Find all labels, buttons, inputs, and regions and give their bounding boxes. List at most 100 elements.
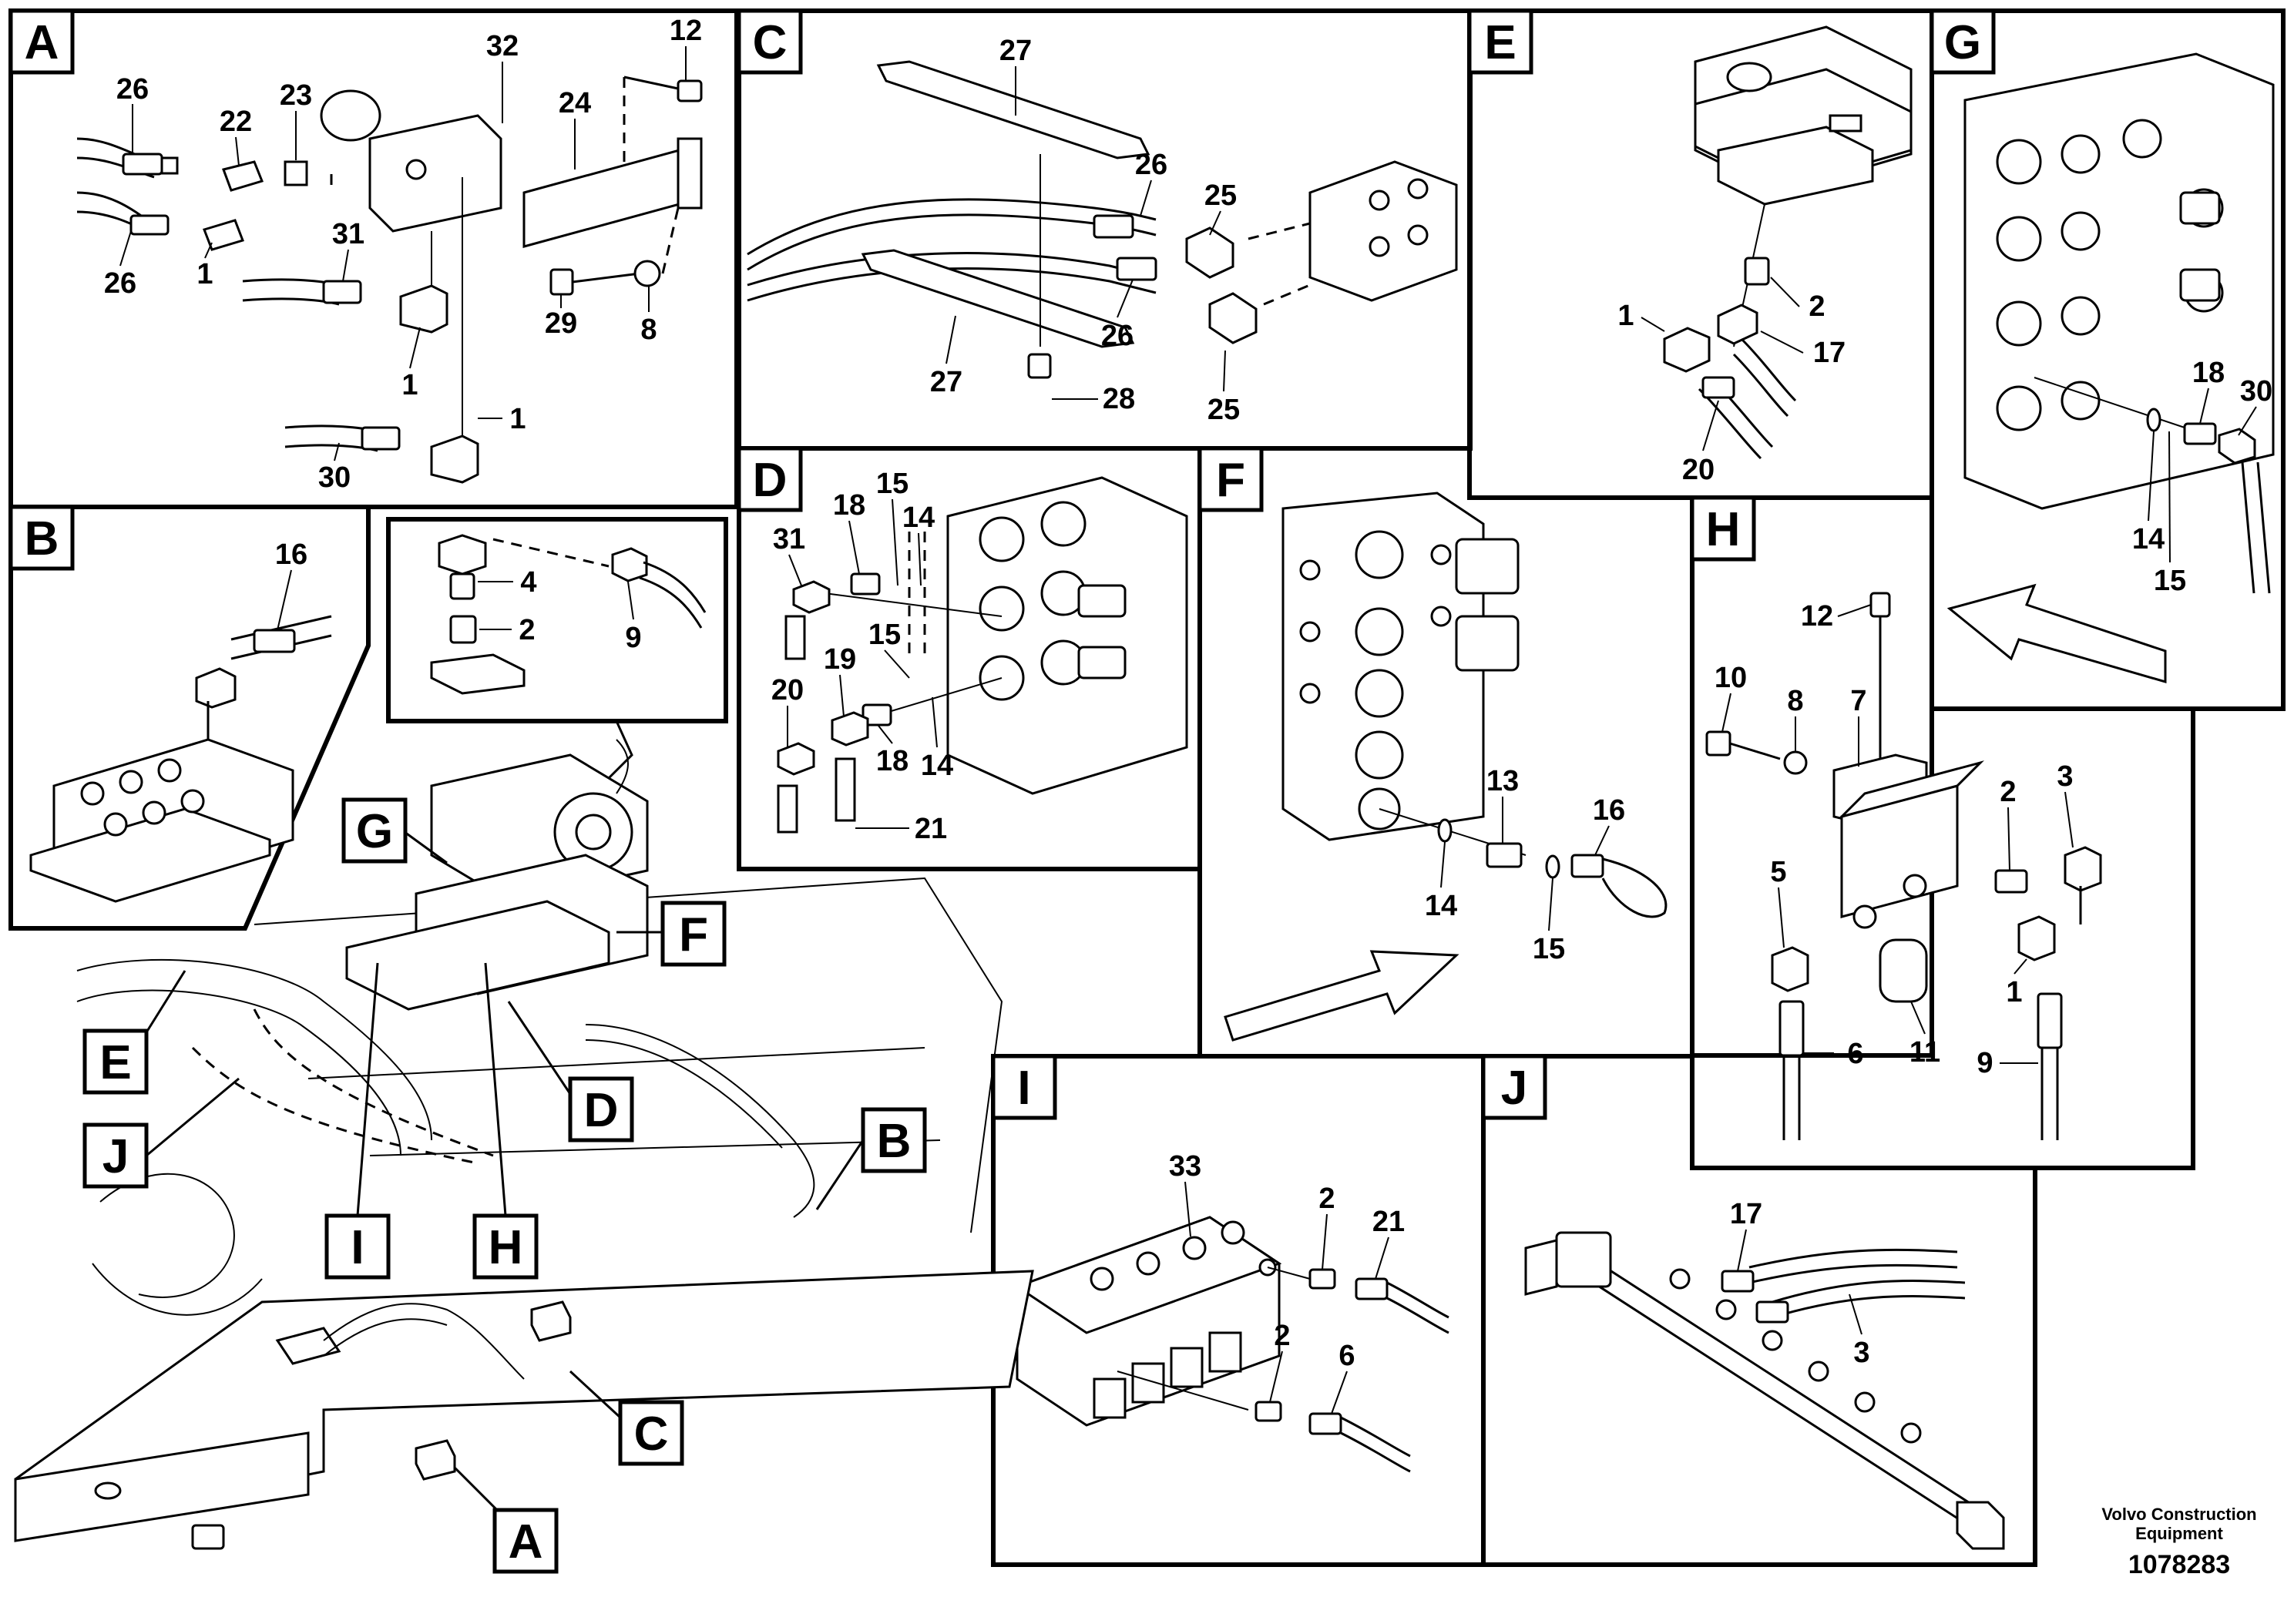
callout-J-3: 3 (1853, 1337, 1869, 1369)
overview-tags: G F E J D B I H C A (82, 720, 927, 1574)
callout-H-6: 6 (1847, 1038, 1863, 1070)
overview-tag-C: C (634, 1408, 669, 1461)
panel-D-drawing (777, 476, 1188, 834)
callout-H-3: 3 (2057, 760, 2073, 793)
callout-A-23: 23 (280, 79, 312, 112)
callout-detail-4: 4 (520, 566, 536, 599)
panel-H-drawing (1705, 592, 2102, 1140)
panel-C-tag: C (753, 16, 788, 69)
callout-G-18: 18 (2192, 357, 2225, 389)
panel-E-drawing (1663, 25, 1913, 460)
panel-J-drawing (1524, 1231, 2005, 1550)
callout-D-15a: 15 (876, 468, 909, 500)
callouts: 26 22 23 32 12 24 26 1 31 29 8 1 1 30 16… (104, 15, 2272, 1414)
callout-H-9: 9 (1977, 1047, 1993, 1079)
callout-C-28: 28 (1103, 383, 1135, 415)
callout-I-21: 21 (1372, 1206, 1405, 1238)
panel-F-drawing (1224, 492, 1668, 1042)
panel-tags: A B C D E F G H I J (8, 8, 1996, 1120)
callout-A-29: 29 (545, 307, 577, 340)
callout-J-17: 17 (1730, 1198, 1762, 1230)
panel-B-drawing (29, 615, 332, 903)
callout-F-16: 16 (1593, 794, 1625, 827)
panel-I-tag: I (1017, 1062, 1030, 1115)
callout-detail-2: 2 (519, 614, 535, 646)
callout-H-10: 10 (1715, 662, 1747, 694)
overview-tag-A: A (509, 1515, 543, 1569)
panel-G-drawing (1946, 52, 2275, 683)
panel-A-tag: A (25, 16, 59, 69)
callout-D-20: 20 (771, 674, 804, 706)
panel-E-tag: E (1484, 16, 1516, 69)
callout-D-18a: 18 (833, 489, 865, 522)
panel-A-drawing (76, 75, 703, 484)
callout-D-21: 21 (915, 813, 947, 845)
callout-A-32: 32 (486, 30, 519, 62)
footer-company-line2: Equipment (2135, 1524, 2223, 1543)
callout-C-26b: 26 (1101, 320, 1134, 352)
callout-H-2: 2 (2000, 776, 2016, 808)
footer: Volvo Construction Equipment 1078283 (2101, 1505, 2256, 1579)
panel-B-frame (8, 505, 371, 931)
overview-tag-J: J (102, 1130, 129, 1183)
callout-D-18b: 18 (876, 745, 909, 777)
callout-detail-9: 9 (625, 622, 641, 654)
callout-D-15b: 15 (868, 619, 901, 651)
callout-H-12: 12 (1801, 600, 1833, 632)
callout-A-31: 31 (332, 218, 364, 250)
panel-B-tag: B (25, 512, 59, 565)
callout-E-20: 20 (1682, 454, 1715, 486)
overview-tag-B: B (877, 1115, 912, 1168)
callout-A-24: 24 (559, 87, 591, 119)
callout-E-2: 2 (1809, 290, 1825, 323)
overview-tag-F: F (679, 908, 708, 961)
callout-E-17: 17 (1813, 337, 1846, 369)
overview-machine (14, 739, 1034, 1550)
callout-I-6: 6 (1338, 1340, 1355, 1372)
callout-H-7: 7 (1850, 685, 1866, 717)
callout-A-1a: 1 (196, 258, 213, 290)
callout-G-15: 15 (2154, 565, 2186, 597)
overview-tag-I: I (351, 1221, 364, 1274)
panel-detail-drawing (430, 534, 707, 695)
callout-D-14a: 14 (902, 502, 935, 534)
callout-A-26a: 26 (116, 73, 149, 106)
callout-A-30: 30 (318, 461, 351, 494)
callout-C-25b: 25 (1207, 394, 1240, 426)
panel-detail-frame (386, 517, 728, 723)
panel-J-tag: J (1501, 1062, 1527, 1115)
callout-G-30: 30 (2240, 375, 2272, 408)
callout-I-2b: 2 (1274, 1320, 1290, 1352)
overview-tag-H: H (489, 1221, 523, 1274)
callout-A-12: 12 (670, 15, 702, 47)
callout-I-33: 33 (1169, 1150, 1201, 1183)
callout-C-26a: 26 (1135, 149, 1167, 181)
overview-tag-D: D (584, 1084, 619, 1137)
callout-A-22: 22 (220, 106, 252, 138)
callout-F-14: 14 (1425, 890, 1457, 922)
callout-D-14b: 14 (921, 750, 953, 782)
panel-H-tag: H (1706, 503, 1741, 556)
panel-I-drawing (1014, 1216, 1449, 1473)
callout-C-27b: 27 (930, 366, 962, 398)
panel-frames (8, 8, 2286, 1567)
callout-C-25a: 25 (1204, 180, 1237, 212)
callout-B-16: 16 (275, 539, 307, 571)
callout-D-19: 19 (824, 643, 856, 676)
overview-tag-G: G (356, 805, 393, 858)
callout-H-5: 5 (1770, 856, 1786, 888)
panel-J-frame (1481, 1054, 2037, 1567)
callout-E-1: 1 (1617, 300, 1634, 332)
callout-C-27a: 27 (999, 35, 1032, 67)
panel-G-tag: G (1944, 16, 1981, 69)
callout-A-8: 8 (640, 314, 657, 346)
callout-A-26b: 26 (104, 267, 136, 300)
footer-company: Volvo Construction (2101, 1505, 2256, 1524)
callout-D-31: 31 (773, 523, 805, 555)
callout-I-2a: 2 (1318, 1183, 1335, 1215)
callout-A-1c: 1 (509, 403, 526, 435)
callout-F-13: 13 (1486, 765, 1519, 797)
callout-G-14: 14 (2132, 523, 2165, 555)
